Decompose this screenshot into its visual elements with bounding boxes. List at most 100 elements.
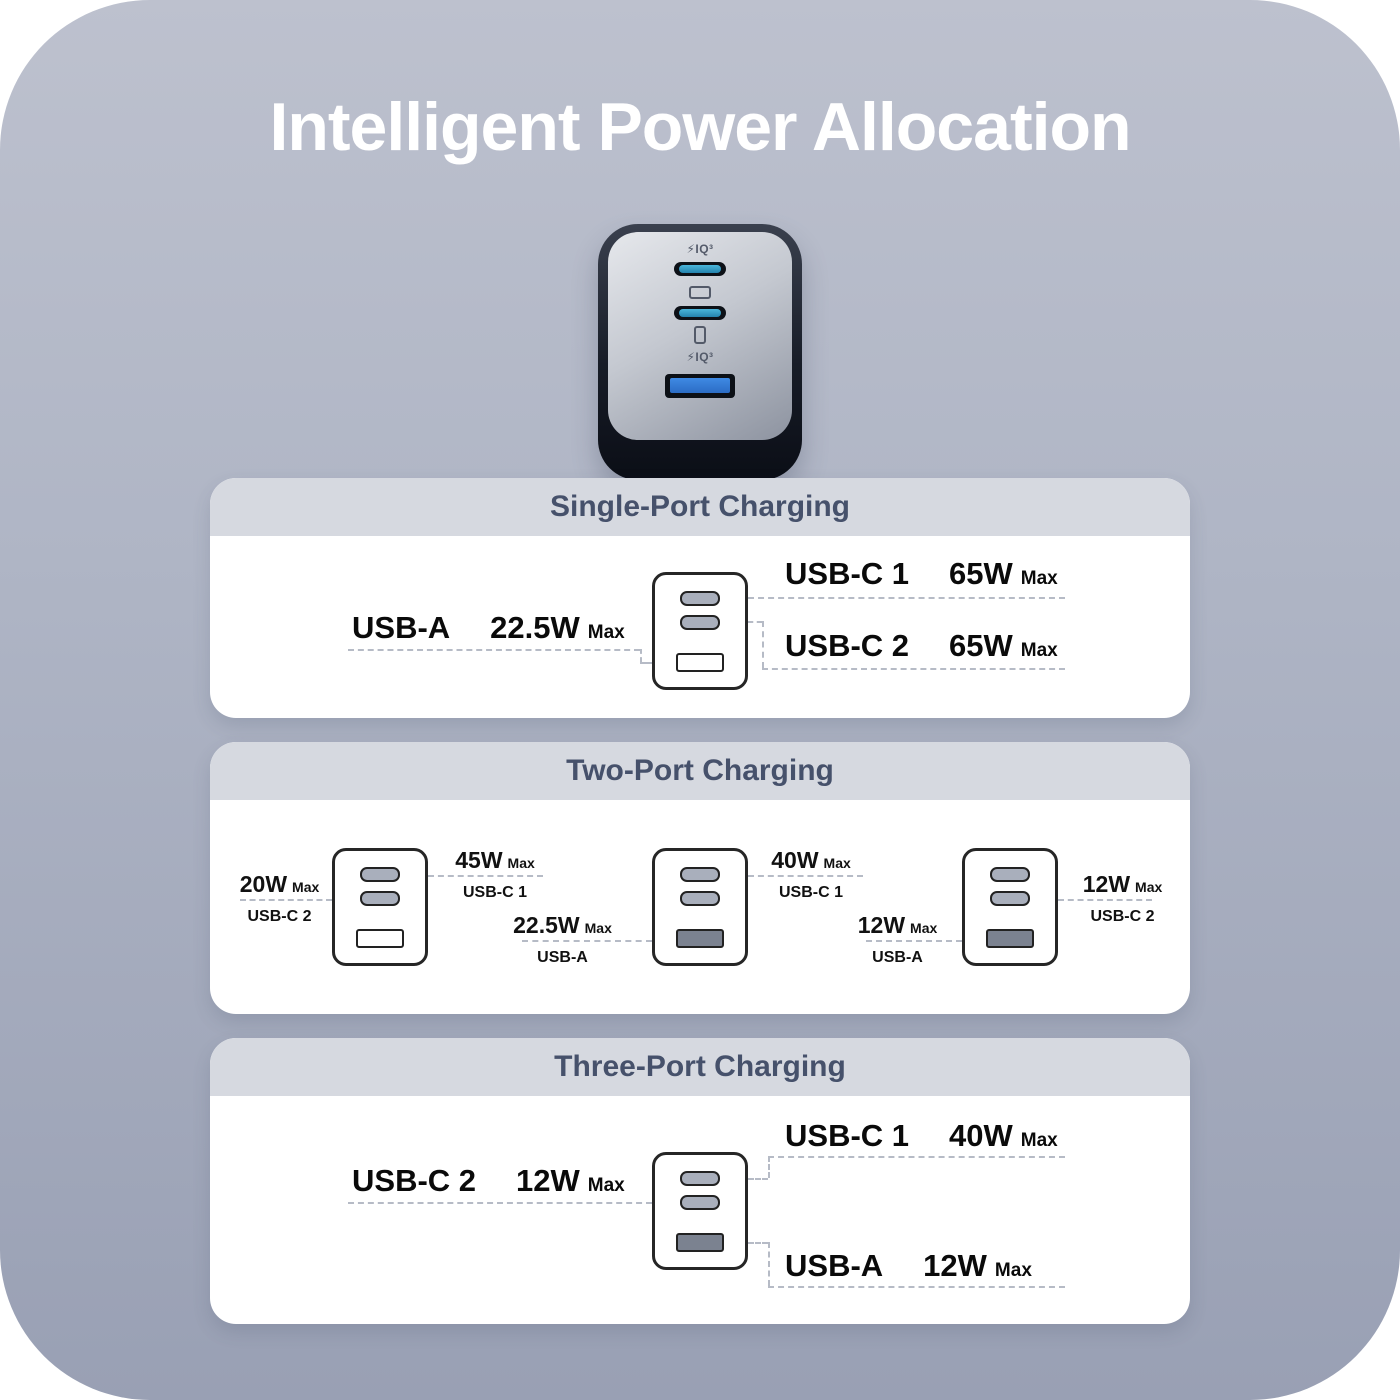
connector-line xyxy=(768,1156,1065,1158)
connector-line xyxy=(748,1242,768,1244)
charger-faceplate: ⚡IQ³ ⚡IQ³ xyxy=(608,232,792,440)
max-label: Max xyxy=(1020,568,1058,589)
max-label: Max xyxy=(587,622,625,643)
usb-a-port xyxy=(676,653,724,672)
port-wattage: 22.5W xyxy=(490,610,580,645)
charger-icon xyxy=(652,572,748,690)
usb-c-port-2 xyxy=(680,615,720,630)
charger-photo: ⚡IQ³ ⚡IQ³ xyxy=(598,224,802,480)
port-name: USB-C 2 xyxy=(352,1163,477,1198)
usb-c-port-2 xyxy=(360,891,400,906)
connector-line xyxy=(748,597,1065,599)
connector-line xyxy=(748,621,762,623)
usb-c-port-1 xyxy=(680,591,720,606)
max-label: Max xyxy=(823,855,851,871)
connector-line xyxy=(640,662,652,664)
max-label: Max xyxy=(994,1260,1032,1281)
phone-icon xyxy=(694,326,706,344)
port-name: USB-C 1 xyxy=(785,556,910,591)
max-label: Max xyxy=(1135,879,1163,895)
connector-line xyxy=(522,940,652,942)
usb-c-port-1 xyxy=(680,1171,720,1186)
panel-header: Two-Port Charging xyxy=(210,742,1190,800)
port-name: USB-A xyxy=(537,949,588,966)
photo-usb-a-port xyxy=(665,374,735,398)
max-label: Max xyxy=(507,855,535,871)
connector-line xyxy=(348,1202,652,1204)
usbc1-label: USB-C 1 40W Max xyxy=(785,1118,1058,1154)
laptop-icon xyxy=(689,286,711,299)
port-wattage: 65W xyxy=(949,556,1013,591)
port-name: USB-C 2 xyxy=(247,908,312,925)
usb-c-port-2 xyxy=(990,891,1030,906)
poweriq-label: ⚡IQ³ xyxy=(686,350,714,364)
max-label: Max xyxy=(1020,640,1058,661)
max-label: Max xyxy=(584,920,612,936)
usb-c-port-2 xyxy=(680,1195,720,1210)
connector-line xyxy=(748,1178,768,1180)
connector-line xyxy=(866,940,962,942)
port-name: USB-A xyxy=(352,610,451,645)
connector-line xyxy=(748,875,863,877)
usb-a-port xyxy=(356,929,404,948)
connector-line xyxy=(640,649,642,662)
connector-line xyxy=(762,668,1065,670)
usb-c-port-1 xyxy=(990,867,1030,882)
port-wattage: 12W xyxy=(516,1163,580,1198)
usbc1-label: USB-C 1 65W Max xyxy=(785,556,1058,592)
port-name: USB-C 2 xyxy=(785,628,910,663)
usb-a-port xyxy=(986,929,1034,948)
port-wattage: 12W xyxy=(923,1248,987,1283)
photo-usb-c-port-1 xyxy=(674,262,726,276)
port-wattage: 65W xyxy=(949,628,1013,663)
connector-line xyxy=(348,649,640,651)
port-name: USB-C 1 xyxy=(785,1118,910,1153)
port-wattage: 40W xyxy=(949,1118,1013,1153)
charger-icon xyxy=(652,1152,748,1270)
max-label: Max xyxy=(1020,1130,1058,1151)
page-title: Intelligent Power Allocation xyxy=(269,89,1131,165)
connector-line xyxy=(428,875,543,877)
usb-a-port xyxy=(676,1233,724,1252)
usb-c-port-2 xyxy=(680,891,720,906)
max-label: Max xyxy=(910,920,938,936)
connector-line xyxy=(762,621,764,668)
max-label: Max xyxy=(587,1175,625,1196)
port-name: USB-C 2 xyxy=(1090,908,1155,925)
usbc2-label: USB-C 2 65W Max xyxy=(785,628,1058,664)
usba-label: USB-A 22.5W Max xyxy=(352,610,625,646)
port-name: USB-A xyxy=(872,949,923,966)
panel-header: Single-Port Charging xyxy=(210,478,1190,536)
poweriq-label: ⚡IQ³ xyxy=(686,242,714,256)
usb-c-port-1 xyxy=(360,867,400,882)
photo-usb-c-port-2 xyxy=(674,306,726,320)
panel-header: Three-Port Charging xyxy=(210,1038,1190,1096)
usb-c-port-1 xyxy=(680,867,720,882)
port-name: USB-A xyxy=(785,1248,884,1283)
connector-line xyxy=(240,899,332,901)
connector-line xyxy=(768,1156,770,1178)
charger-icon xyxy=(962,848,1058,966)
charger-icon xyxy=(652,848,748,966)
connector-line xyxy=(768,1242,770,1286)
usbc2-label: USB-C 2 12W Max xyxy=(352,1163,625,1199)
charger-icon xyxy=(332,848,428,966)
usba-label: USB-A 12W Max xyxy=(785,1248,1032,1284)
connector-line xyxy=(1058,899,1152,901)
max-label: Max xyxy=(292,879,320,895)
port-name: USB-C 1 xyxy=(462,884,527,901)
connector-line xyxy=(768,1286,1065,1288)
